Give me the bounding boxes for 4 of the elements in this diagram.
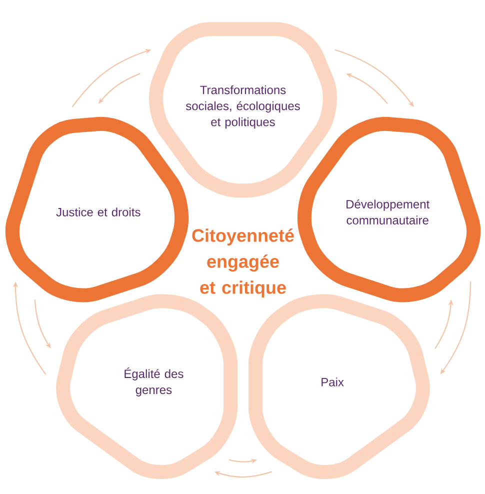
petal-loop: Transformations sociales, écologiques et politiques [149,22,337,198]
petal-loop: Développement communautaire [298,116,481,302]
petal-loop: Justice et droits [5,116,189,302]
petal-loop: Égalité des genres [56,294,238,480]
